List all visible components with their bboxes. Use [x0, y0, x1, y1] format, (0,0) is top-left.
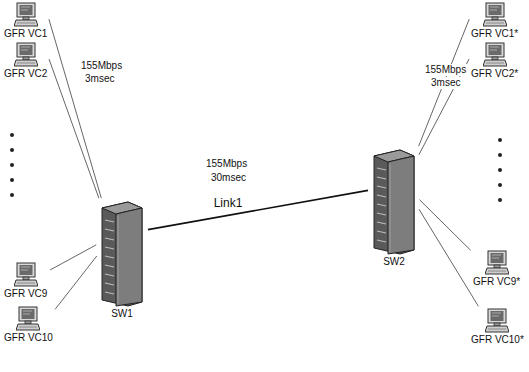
node-label: GFR VC10: [3, 332, 54, 344]
switch-icon: [98, 200, 146, 308]
node-label: GFR VC1*: [470, 28, 519, 40]
switch-node: SW1: [98, 200, 146, 320]
computer-icon: [14, 42, 38, 68]
computer-node: GFR VC10: [3, 306, 54, 344]
link-line: [419, 59, 469, 155]
computer-node: GFR VC9*: [472, 250, 521, 288]
computer-node: GFR VC9: [3, 262, 48, 300]
link-spec-label: 155Mbps: [424, 64, 467, 76]
link-line: [419, 209, 478, 306]
link-spec-label: 3msec: [84, 73, 115, 85]
node-label: GFR VC2: [3, 68, 48, 80]
computer-icon: [14, 262, 38, 288]
switch-icon: [370, 148, 418, 256]
link-spec-label: 155Mbps: [205, 158, 248, 170]
node-label: SW1: [110, 308, 134, 320]
computer-node: GFR VC10*: [470, 308, 525, 346]
computer-icon: [483, 42, 507, 68]
computer-icon: [483, 2, 507, 28]
node-label: SW2: [382, 256, 406, 268]
computer-node: GFR VC1*: [470, 2, 519, 40]
link-spec-label: 3msec: [430, 77, 461, 89]
link-spec-label: 30msec: [210, 172, 247, 184]
link-spec-label: 155Mbps: [80, 60, 123, 72]
node-label: GFR VC1: [3, 28, 48, 40]
node-label: GFR VC10*: [470, 334, 525, 346]
link-line: [49, 19, 101, 198]
node-label: GFR VC9*: [472, 276, 521, 288]
link-line: [419, 200, 470, 251]
link-name: Link1: [213, 197, 244, 210]
computer-node: GFR VC2*: [470, 42, 519, 80]
computer-icon: [485, 308, 509, 334]
node-label: GFR VC9: [3, 288, 48, 300]
node-label: GFR VC2*: [470, 68, 519, 80]
link-line: [419, 19, 470, 146]
link-line: [55, 256, 97, 309]
computer-icon: [14, 2, 38, 28]
computer-icon: [485, 250, 509, 276]
link-line: [148, 190, 368, 229]
computer-icon: [16, 306, 40, 332]
computer-node: GFR VC1: [3, 2, 48, 40]
switch-node: SW2: [370, 148, 418, 268]
computer-node: GFR VC2: [3, 42, 48, 80]
